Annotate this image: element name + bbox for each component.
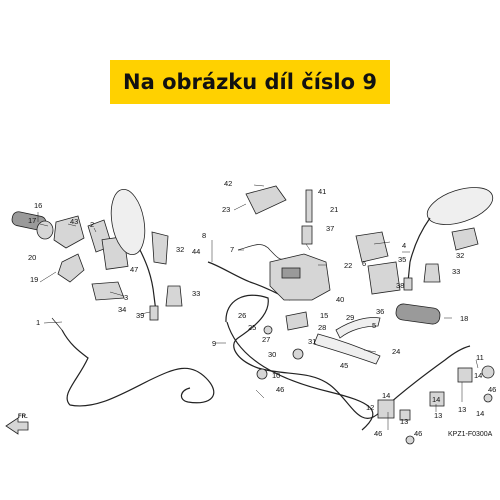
callout-14-lower: 14	[476, 409, 484, 418]
callout-12: 12	[366, 403, 374, 412]
caps-32-33-right	[423, 227, 479, 283]
callout-38: 38	[396, 281, 404, 290]
bracket-23	[245, 185, 287, 215]
callout-10: 10	[272, 371, 280, 380]
switch-housing-right	[355, 231, 401, 295]
wire-7	[237, 244, 287, 260]
callout-21: 21	[330, 205, 338, 214]
callout-35: 35	[398, 255, 406, 264]
callout-37: 37	[326, 224, 334, 233]
callout-46-right: 46	[488, 385, 496, 394]
callout-8: 8	[202, 231, 206, 240]
callout-23: 23	[222, 205, 230, 214]
switch-housing-left	[53, 215, 129, 301]
callout-34: 34	[118, 305, 126, 314]
callout-31: 31	[308, 337, 316, 346]
callout-32-left: 32	[176, 245, 184, 254]
left-mirror	[110, 188, 159, 321]
callout-13-right: 13	[458, 405, 466, 414]
right-mirror	[403, 187, 494, 291]
brake-lever-24	[313, 317, 381, 365]
callout-46-bottom: 46	[374, 429, 382, 438]
master-cylinder-22	[269, 253, 331, 301]
callout-16: 16	[34, 201, 42, 210]
callout-15: 15	[320, 311, 328, 320]
callout-44: 44	[192, 247, 200, 256]
callout-17: 17	[28, 216, 36, 225]
callout-45: 45	[340, 361, 348, 370]
callout-14-left: 14	[382, 391, 390, 400]
callout-30: 30	[268, 350, 276, 359]
callout-28: 28	[318, 323, 326, 332]
right-grip-18	[395, 303, 441, 325]
callout-6: 6	[362, 259, 366, 268]
callout-2: 2	[90, 220, 94, 229]
callout-25: 25	[248, 323, 256, 332]
callout-13-left: 13	[400, 417, 408, 426]
callout-27: 27	[262, 335, 270, 344]
callout-14-mid: 14	[432, 395, 440, 404]
callout-41: 41	[318, 187, 326, 196]
callout-5: 5	[372, 321, 376, 330]
callout-32-right: 32	[456, 251, 464, 260]
brake-cable-9	[225, 294, 471, 431]
left-grip-16	[11, 211, 54, 240]
callout-19: 19	[30, 275, 38, 284]
caps-32-33-left	[151, 231, 183, 307]
callout-22: 22	[344, 261, 352, 270]
callout-42: 42	[224, 179, 232, 188]
callout-4: 4	[402, 241, 406, 250]
callout-3: 3	[124, 293, 128, 302]
callout-9: 9	[212, 339, 216, 348]
leader-lines	[37, 184, 479, 430]
callout-39: 39	[136, 311, 144, 320]
callout-33-left: 33	[192, 289, 200, 298]
title-banner: Na obrázku díl číslo 9	[110, 60, 390, 104]
callout-18: 18	[460, 314, 468, 323]
callout-29: 29	[346, 313, 354, 322]
lever-bracket-parts	[256, 311, 309, 380]
callout-11: 11	[476, 353, 484, 362]
front-direction-arrow	[5, 417, 29, 435]
banner-text: Na obrázku díl číslo 9	[123, 70, 377, 94]
adjusters-11-13-14	[377, 365, 495, 445]
callout-labels: 16 17 20 19 43 2 47 3 34 39 1 32 33 8 44…	[18, 179, 496, 438]
callout-13-mid: 13	[434, 411, 442, 420]
drawing-code: KPZ1-F0300A	[448, 431, 493, 438]
callout-36: 36	[376, 307, 384, 316]
callout-46-center: 46	[276, 385, 284, 394]
callout-26: 26	[238, 311, 246, 320]
callout-33-right: 33	[452, 267, 460, 276]
bolt-37-41	[301, 189, 313, 245]
callout-24: 24	[392, 347, 400, 356]
callout-47: 47	[130, 265, 138, 274]
direction-label: FR.	[18, 414, 28, 420]
callout-46-bottom-2: 46	[414, 429, 422, 438]
callout-1: 1	[36, 318, 40, 327]
throttle-cable	[51, 317, 215, 407]
callout-43: 43	[70, 217, 78, 226]
callout-7: 7	[230, 245, 234, 254]
callout-14-right: 14	[474, 371, 482, 380]
callout-20: 20	[28, 253, 36, 262]
callout-40: 40	[336, 295, 344, 304]
